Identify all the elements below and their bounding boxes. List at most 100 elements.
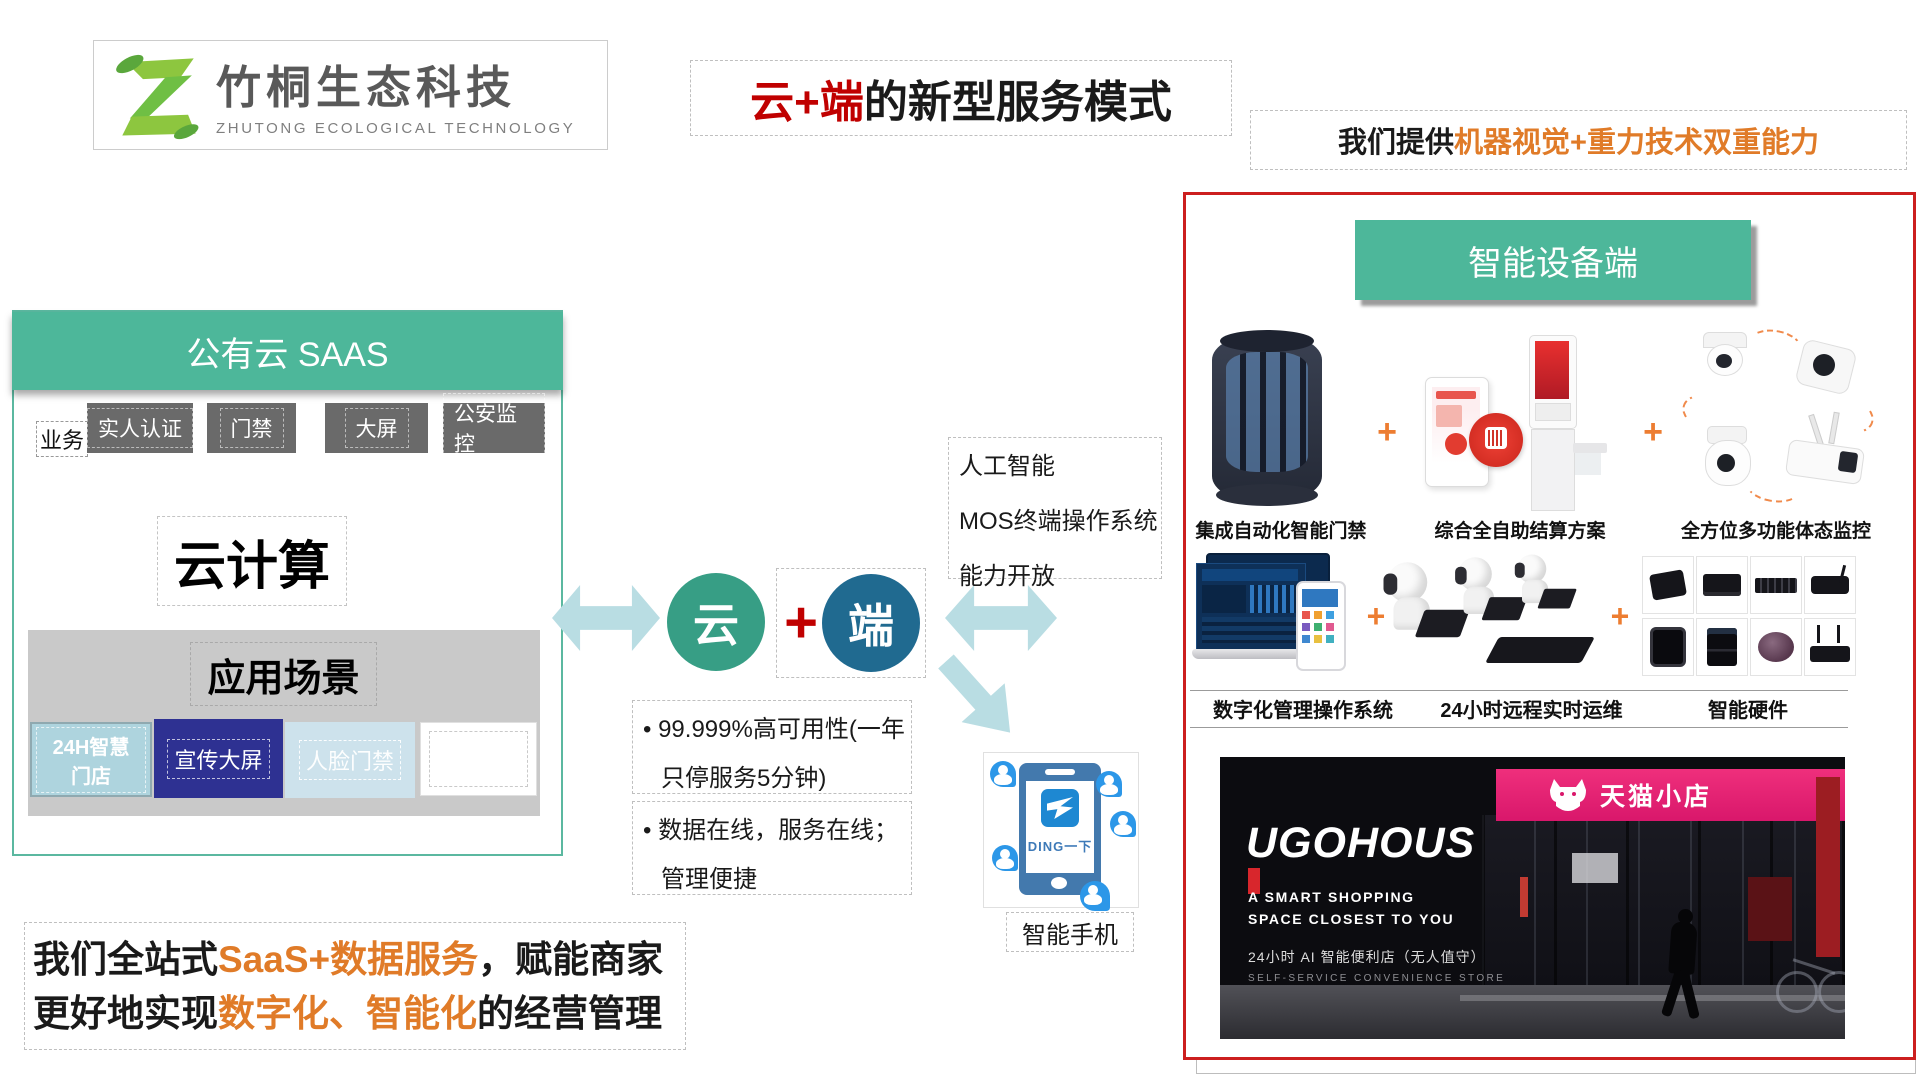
capability-banner: 我们提供机器视觉+重力技术双重能力: [1250, 110, 1907, 170]
scenario-button-empty[interactable]: [420, 722, 537, 796]
hardware-router-icon: [1804, 556, 1856, 614]
dingtalk-logo-icon: [1041, 789, 1079, 827]
bicycle-icon: [1776, 947, 1845, 1013]
row1-caption-gate: 集成自动化智能门禁: [1195, 520, 1367, 542]
turret-camera-icon: [1794, 338, 1858, 396]
company-name-en: ZHUTONG ECOLOGICAL TECHNOLOGY: [216, 120, 576, 137]
footer-line2-suffix: 的经营管理: [477, 993, 662, 1034]
footer-text: 我们全站式SaaS+数据服务，赋能商家 更好地实现数字化、智能化的经营管理: [24, 922, 686, 1050]
tmall-cat-icon: [1548, 777, 1588, 813]
bullet-camera-icon: [1784, 411, 1867, 488]
footer-line1-highlight: SaaS+数据服务: [218, 939, 479, 980]
ops-dashboard-icon: [1192, 553, 1352, 685]
hardware-card-reader-icon: [1642, 618, 1694, 676]
store-brand: UGOHOUS: [1246, 819, 1486, 899]
service-button-access[interactable]: 门禁: [207, 403, 296, 453]
page-title: 云+端的新型服务模式: [690, 60, 1232, 136]
business-label: 业务: [36, 421, 88, 457]
row2-caption-hardware: 智能硬件: [1708, 699, 1788, 722]
row1-caption-checkout: 综合全自助结算方案: [1434, 520, 1606, 542]
terminal-circle: 端: [822, 574, 920, 672]
service-button-bigscreen[interactable]: 大屏: [325, 403, 428, 453]
plus-icon: +: [1377, 412, 1397, 451]
scenario-button-face-access[interactable]: 人脸门禁: [285, 722, 415, 798]
chat-bubble-icon: [1080, 881, 1110, 911]
service-button-surveillance[interactable]: 公安监控: [443, 393, 545, 463]
smartphone-caption: 智能手机: [1006, 912, 1134, 952]
capability-banner-prefix: 我们提供: [1338, 127, 1455, 159]
chat-bubble-icon: [990, 761, 1016, 787]
saas-panel-header: 公有云 SAAS: [12, 312, 563, 390]
hardware-smart-disc-icon: [1750, 618, 1802, 676]
capabilities-box: 人工智能 MOS终端操作系统 能力开放: [948, 437, 1162, 590]
bullet-text: 管理便捷: [661, 866, 757, 893]
terminal-right-arrow-icon: [945, 585, 1057, 651]
company-logo: 竹桐生态科技 ZHUTONG ECOLOGICAL TECHNOLOGY: [93, 40, 608, 150]
store-tagline: 24小时 AI 智能便利店（无人值守）: [1248, 949, 1486, 965]
bullet-box-availability: • 99.999%高可用性(一年 只停服务5分钟): [632, 700, 912, 794]
scenarios-title: 应用场景: [190, 642, 377, 706]
footer-line1-suffix: ，赋能商家: [478, 939, 664, 980]
chat-bubble-icon: [1110, 811, 1136, 837]
service-button-realname[interactable]: 实人认证: [87, 403, 193, 453]
cloud-computing-box: 云计算: [157, 516, 347, 606]
terminal-down-arrow-icon: [924, 642, 1031, 752]
terminal-dashed-box: [776, 568, 926, 678]
hardware-grid: [1642, 556, 1858, 678]
store-tagline: A SMART SHOPPING: [1248, 889, 1415, 905]
bullet-text: 只停服务5分钟): [661, 765, 827, 792]
hardware-keypad-terminal-icon: [1696, 618, 1748, 676]
support-robots-icon: [1383, 553, 1596, 685]
cameras-group-icon: [1678, 325, 1878, 508]
row2-caption-maintenance: 24小时远程实时运维: [1440, 699, 1623, 722]
capability-item: 能力开放: [959, 563, 1055, 590]
bullet-box-online: • 数据在线，服务在线； 管理便捷: [632, 801, 912, 895]
bullet-text: 99.999%高可用性(一年: [658, 716, 905, 743]
store-tagline: SELF-SERVICE CONVENIENCE STORE: [1248, 973, 1506, 984]
bullet-icon: •: [643, 817, 652, 844]
hardware-control-panel-icon: [1696, 556, 1748, 614]
dome-camera-icon: [1701, 332, 1747, 380]
scenario-button-ad-screen[interactable]: 宣传大屏: [154, 719, 283, 798]
capability-item: 人工智能: [959, 453, 1055, 480]
plus-icon: +: [1610, 597, 1630, 634]
scenario-button-24h-store[interactable]: 24H智慧门店: [30, 722, 152, 797]
chat-bubble-icon: [992, 845, 1018, 871]
bullet-text: 数据在线，服务在线；: [658, 817, 899, 844]
row2-captions-strip: [1190, 690, 1848, 728]
hardware-network-switch-icon: [1750, 556, 1802, 614]
smartphone-icon: DING一下: [1019, 763, 1101, 895]
ptz-camera-icon: [1705, 426, 1751, 488]
row1-caption-cameras: 全方位多功能体态监控: [1680, 520, 1871, 542]
cloud-circle: 云: [667, 573, 765, 671]
smartphone-box: DING一下: [983, 752, 1139, 911]
store-photo: 天猫小店 UGOHOUS A SMART SHOPPING SPACE CLOS…: [1220, 757, 1845, 1039]
person-silhouette: [1654, 909, 1718, 1025]
plus-icon: +: [1643, 412, 1663, 451]
device-panel-header: 智能设备端: [1355, 220, 1751, 300]
bullet-icon: •: [643, 716, 652, 743]
footer-line2-prefix: 更好地实现: [33, 993, 218, 1034]
plus-icon: +: [1366, 597, 1386, 634]
hardware-antenna-router-icon: [1804, 618, 1856, 676]
store-sign-bar: 天猫小店: [1496, 769, 1845, 821]
plus-sign: +: [784, 589, 818, 655]
access-gate-icon: [1212, 328, 1322, 510]
store-tagline: SPACE CLOSEST TO YOU: [1248, 911, 1455, 927]
hardware-io-box-icon: [1642, 556, 1694, 614]
capability-item: MOS终端操作系统: [959, 508, 1158, 535]
phone-app-label: DING一下: [1027, 838, 1093, 854]
logo-z-icon: [110, 49, 206, 143]
page-title-highlight: 云+端: [750, 78, 864, 127]
store-sign-label: 天猫小店: [1600, 783, 1713, 811]
company-name: 竹桐生态科技: [216, 62, 517, 113]
cloud-left-arrow-icon: [552, 585, 660, 651]
row2-caption-ops: 数字化管理操作系统: [1213, 699, 1393, 722]
footer-line1-prefix: 我们全站式: [33, 939, 218, 980]
footer-line2-highlight: 数字化、智能化: [218, 993, 477, 1034]
page-title-rest: 的新型服务模式: [863, 78, 1172, 127]
chat-bubble-icon: [1096, 771, 1122, 797]
link-arc-icon: [1744, 325, 1806, 369]
checkout-solution-icon: [1425, 335, 1610, 513]
